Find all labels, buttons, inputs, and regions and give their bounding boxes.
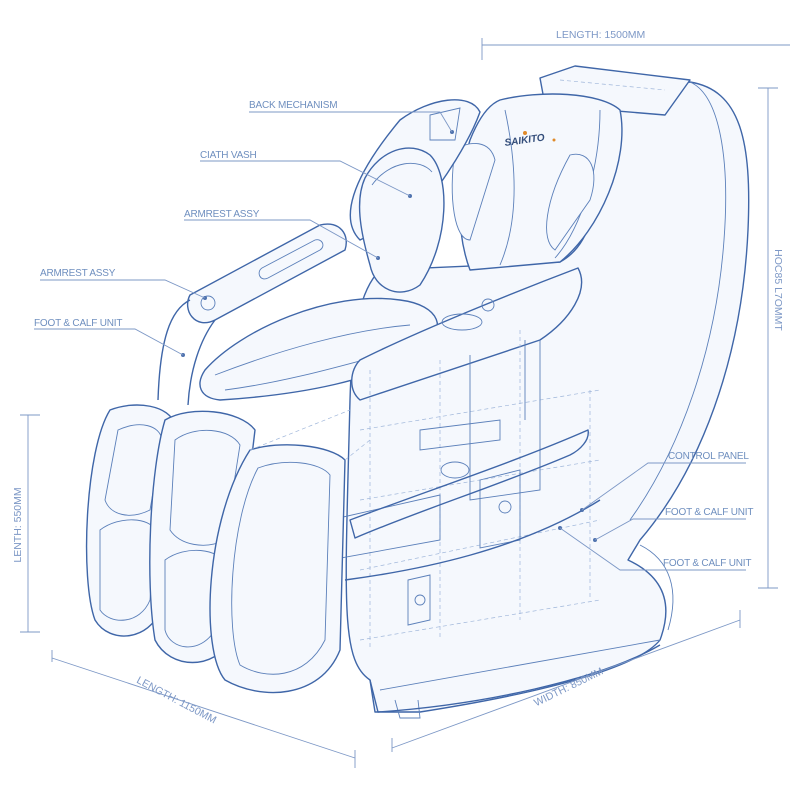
side-cushion [358,147,445,293]
chair-base [369,644,661,713]
label-ciath-vash: CIATH VASH [200,150,257,161]
dim-bottom-length: LENGTH: 1150MM [135,674,219,726]
label-armrest-assy-1: ARMREST ASSY [184,209,260,220]
label-back-mechanism: BACK MECHANISM [249,100,337,111]
label-armrest-assy-2: ARMREST ASSY [40,268,116,279]
label-foot-calf-left: FOOT & CALF UNIT [34,318,122,329]
dim-height: HOC85 L7OMMT [772,249,784,331]
control-panel [441,313,483,331]
dim-top-length: LENGTH: 1500MM [556,29,645,41]
chair-illustration: SAIKITO [85,65,750,719]
callout-labels: BACK MECHANISM CIATH VASH ARMREST ASSY A… [34,100,754,571]
label-control-panel: CONTROL PANEL [668,451,749,462]
armrest-knob [200,295,216,311]
armrest [187,223,347,324]
label-foot-calf-right-1: FOOT & CALF UNIT [665,507,753,518]
label-foot-calf-right-2: FOOT & CALF UNIT [663,558,751,569]
right-armrest [351,267,583,401]
internal-mechanism [329,330,601,650]
dim-left-length: LENTH: 550MM [12,487,24,562]
backrest [459,93,623,271]
